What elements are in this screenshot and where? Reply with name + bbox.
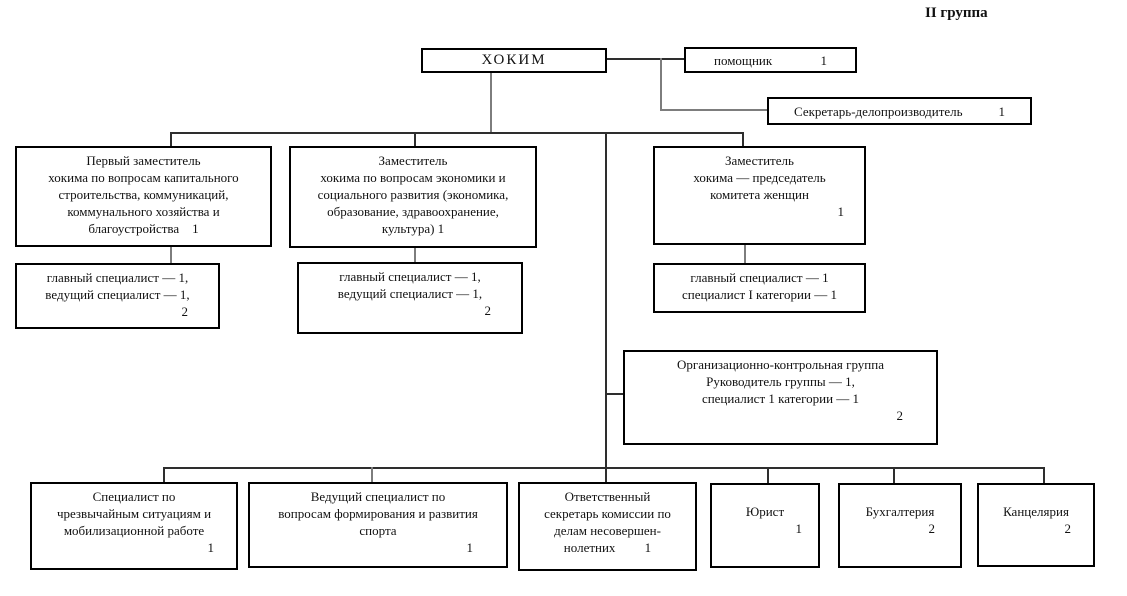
chancellery-label: Канцелярия — [1003, 504, 1069, 519]
deputy-construction-box: Первый заместитель хокима по вопросам ка… — [15, 146, 272, 247]
deputy-construction-text: Первый заместитель хокима по вопросам ка… — [48, 153, 239, 236]
connector-line — [660, 58, 662, 111]
accounting-label: Бухгалтерия — [865, 504, 935, 519]
minors-secretary-box: Ответственный секретарь комиссии по дела… — [518, 482, 697, 571]
minors-secretary-text: Ответственный секретарь комиссии по дела… — [544, 489, 671, 555]
staff-women-text: главный специалист — 1 специалист I кате… — [682, 270, 837, 302]
emergency-specialist-text: Специалист по чрезвычайным ситуациям и м… — [56, 489, 212, 538]
connector-line — [660, 109, 767, 111]
secretary-box: Секретарь-делопроизводитель 1 — [767, 97, 1032, 125]
connector-line — [1043, 467, 1045, 483]
connector-line — [170, 132, 744, 134]
emergency-specialist-box: Специалист по чрезвычайным ситуациям и м… — [30, 482, 238, 570]
connector-line — [371, 467, 373, 482]
staff-economy-box: главный специалист — 1, ведущий специали… — [297, 262, 523, 334]
deputy-women-box: Заместитель хокима — председатель комите… — [653, 146, 866, 245]
sports-specialist-text: Ведущий специалист по вопросам формирова… — [278, 489, 478, 538]
connector-line — [744, 245, 746, 263]
secretary-count: 1 — [998, 103, 1006, 119]
connector-line — [163, 467, 165, 482]
org-control-group-text: Организационно-контрольная группа Руково… — [677, 357, 884, 406]
staff-economy-text: главный специалист — 1, ведущий специали… — [337, 269, 483, 301]
sports-specialist-box: Ведущий специалист по вопросам формирова… — [248, 482, 508, 568]
khokim-box: ХОКИМ — [421, 48, 607, 73]
deputy-women-count: 1 — [837, 204, 845, 219]
chancellery-count: 2 — [1064, 521, 1072, 536]
connector-line — [170, 132, 172, 146]
connector-line — [414, 132, 416, 146]
staff-women-box: главный специалист — 1 специалист I кате… — [653, 263, 866, 313]
staff-economy-count: 2 — [484, 303, 492, 318]
connector-line — [605, 132, 607, 483]
org-control-group-box: Организационно-контрольная группа Руково… — [623, 350, 938, 445]
emergency-specialist-count: 1 — [207, 540, 215, 555]
assistant-box: помощник 1 — [684, 47, 857, 73]
connector-line — [893, 467, 895, 483]
staff-construction-box: главный специалист — 1, ведущий специали… — [15, 263, 220, 329]
connector-line — [605, 393, 623, 395]
accounting-box: Бухгалтерия 2 — [838, 483, 962, 568]
connector-line — [170, 247, 172, 263]
assistant-count: 1 — [820, 52, 828, 68]
assistant-label: помощник — [714, 52, 773, 68]
lawyer-label: Юрист — [745, 504, 785, 519]
chancellery-box: Канцелярия 2 — [977, 483, 1095, 567]
staff-construction-count: 2 — [181, 304, 189, 319]
khokim-title: ХОКИМ — [481, 52, 547, 68]
deputy-economy-box: Заместитель хокима по вопросам экономики… — [289, 146, 537, 248]
staff-construction-text: главный специалист — 1, ведущий специали… — [45, 270, 190, 302]
org-control-group-count: 2 — [896, 408, 904, 423]
connector-line — [605, 58, 685, 60]
sports-specialist-count: 1 — [466, 540, 474, 555]
connector-line — [767, 467, 769, 483]
connector-line — [414, 248, 416, 262]
lawyer-count: 1 — [795, 521, 803, 536]
lawyer-box: Юрист 1 — [710, 483, 820, 568]
connector-line — [490, 73, 492, 134]
deputy-women-text: Заместитель хокима — председатель комите… — [693, 153, 826, 202]
connector-line — [163, 467, 1045, 469]
connector-line — [742, 132, 744, 146]
deputy-economy-text: Заместитель хокима по вопросам экономики… — [317, 153, 509, 236]
group-label: II группа — [925, 5, 988, 21]
accounting-count: 2 — [928, 521, 936, 536]
secretary-label: Секретарь-делопроизводитель — [794, 103, 963, 119]
